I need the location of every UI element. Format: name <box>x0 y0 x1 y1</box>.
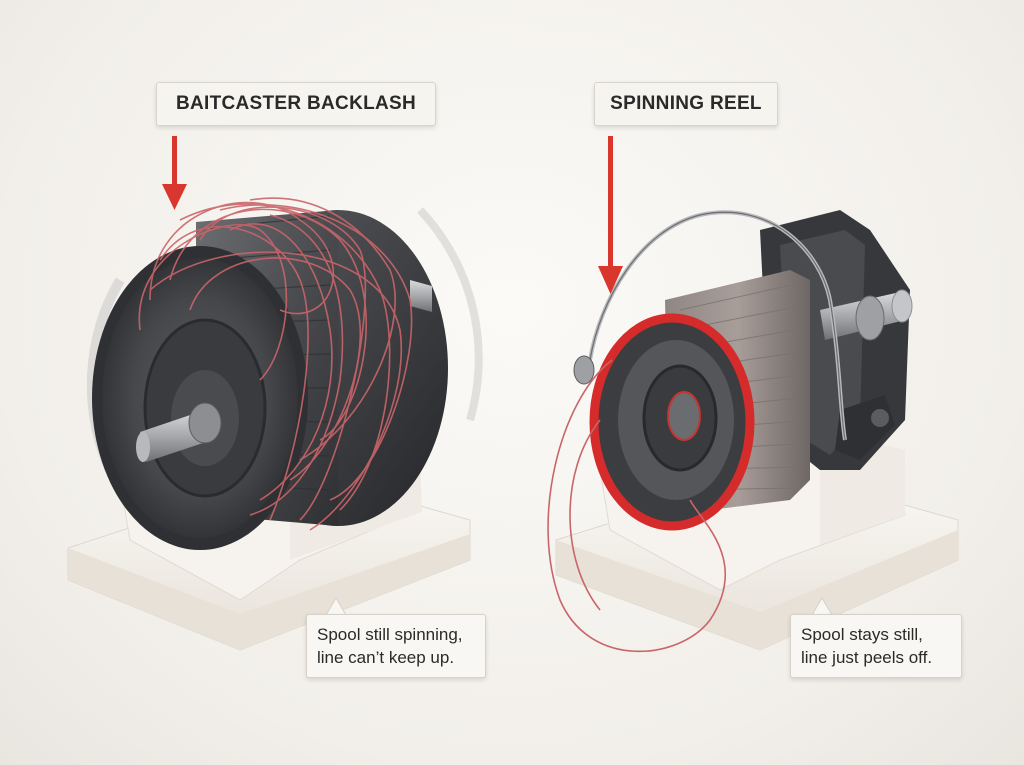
arrow-down-icon <box>598 136 623 294</box>
arrow-down-icon <box>162 136 187 210</box>
spinning-caption: Spool stays still, line just peels off. <box>790 614 962 678</box>
tangled-line <box>138 197 413 531</box>
caption-line: Spool still spinning, <box>317 625 463 644</box>
motion-arc-right <box>417 207 483 422</box>
baitcaster-backlash-title: BAITCASTER BACKLASH <box>156 82 436 126</box>
caption-line: line just peels off. <box>801 648 933 667</box>
spinning-spool <box>589 270 810 531</box>
baitcaster-caption: Spool still spinning, line can’t keep up… <box>306 614 486 678</box>
caption-line: line can’t keep up. <box>317 648 455 667</box>
spinning-reel-title: SPINNING REEL <box>594 82 778 126</box>
baitcaster-spool <box>92 210 448 550</box>
red-spool-ring <box>589 313 755 531</box>
peeled-line <box>547 359 726 653</box>
caption-line: Spool stays still, <box>801 625 923 644</box>
